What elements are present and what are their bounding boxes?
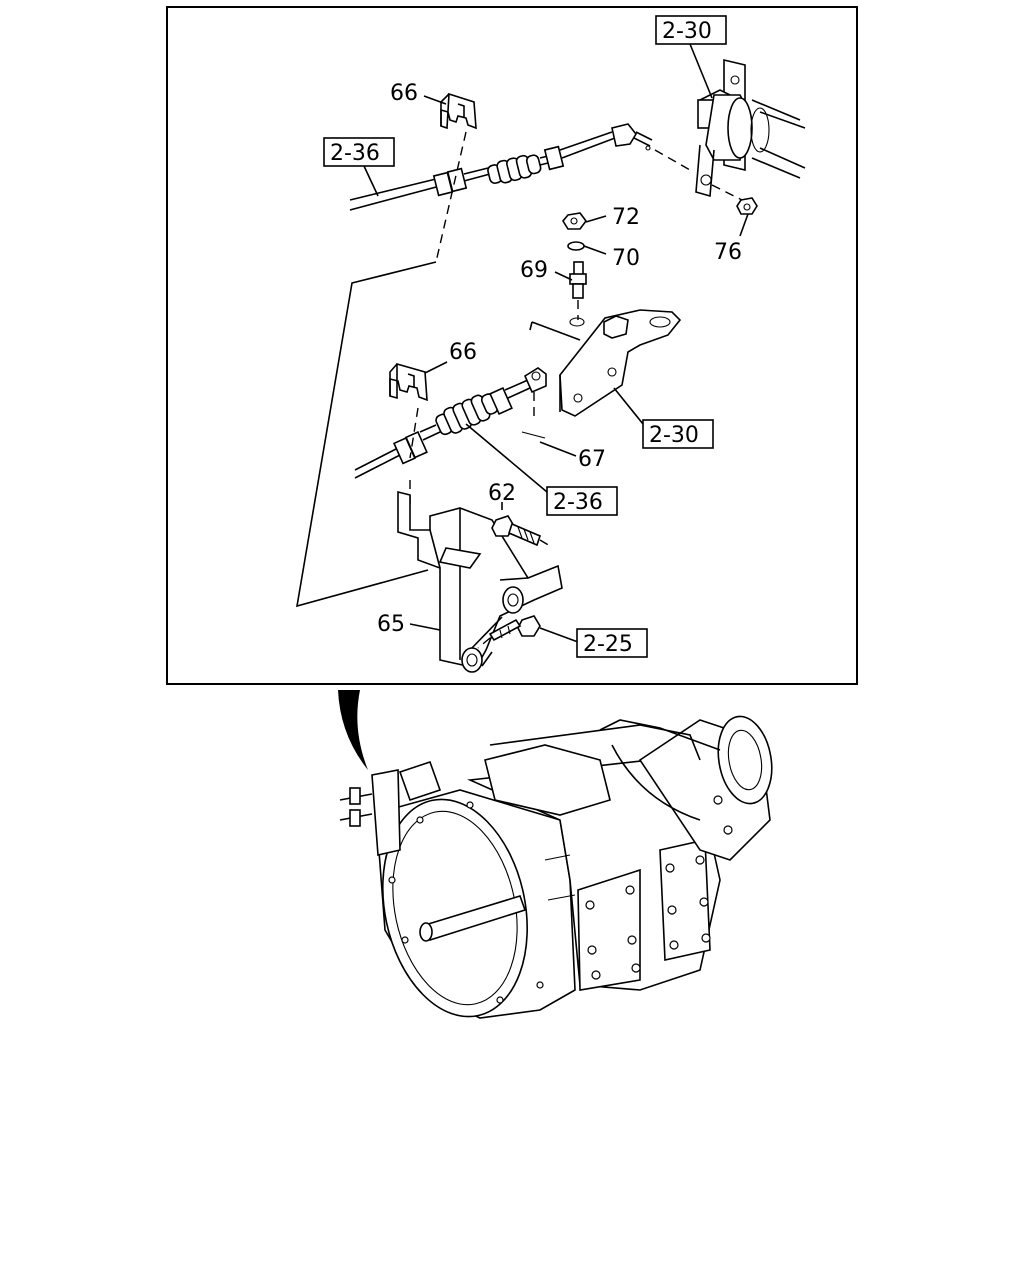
transmission-overview bbox=[339, 715, 773, 1019]
bolt-225 bbox=[488, 615, 541, 642]
clip-66-upper bbox=[440, 92, 477, 130]
reference-2-36-upper: 2-36 bbox=[323, 137, 395, 197]
callout-62: 62 bbox=[488, 481, 516, 506]
stud-69 bbox=[569, 261, 587, 299]
ref-225-text: 2-25 bbox=[583, 632, 633, 657]
callout-69: 69 bbox=[520, 258, 548, 283]
pin-67 bbox=[521, 431, 546, 439]
upper-cable bbox=[349, 123, 691, 211]
leader-76 bbox=[739, 213, 749, 237]
callout-66-upper: 66 bbox=[390, 81, 418, 106]
bolt-62 bbox=[491, 515, 541, 547]
nut-72 bbox=[562, 212, 587, 230]
mount-bracket bbox=[559, 309, 682, 417]
clip-66-lower bbox=[389, 362, 428, 402]
callout-67: 67 bbox=[578, 447, 606, 472]
leader-65 bbox=[409, 623, 441, 631]
callout-66-lower: 66 bbox=[449, 340, 477, 365]
leader-236b bbox=[465, 423, 548, 493]
lower-cable bbox=[354, 367, 547, 479]
ref-236b-text: 2-36 bbox=[553, 490, 603, 515]
callout-labels: 66 72 70 76 69 66 67 62 65 bbox=[377, 81, 742, 637]
ref-230a-text: 2-30 bbox=[662, 19, 712, 44]
reference-2-36-lower: 2-36 bbox=[546, 486, 618, 516]
callout-70: 70 bbox=[612, 246, 640, 271]
leader-66-65 bbox=[296, 261, 437, 608]
reference-2-30-lower: 2-30 bbox=[613, 387, 714, 449]
detail-frame bbox=[166, 6, 858, 685]
ref-236a-text: 2-36 bbox=[330, 141, 380, 166]
ref-230b-text: 2-30 bbox=[649, 423, 699, 448]
washer-70 bbox=[567, 241, 585, 251]
bracket-65 bbox=[397, 490, 563, 673]
leader-bracket bbox=[529, 321, 581, 341]
callout-72: 72 bbox=[612, 205, 640, 230]
lower-clip-guide bbox=[409, 407, 419, 459]
callout-76: 76 bbox=[714, 240, 742, 265]
arrow-pointer bbox=[338, 690, 368, 770]
reference-2-25: 2-25 bbox=[576, 628, 648, 658]
reference-2-30-upper: 2-30 bbox=[655, 15, 727, 99]
shaft-support bbox=[695, 58, 806, 201]
nut-76 bbox=[736, 197, 758, 215]
upper-clip-guide bbox=[435, 131, 467, 263]
callout-65: 65 bbox=[377, 612, 405, 637]
